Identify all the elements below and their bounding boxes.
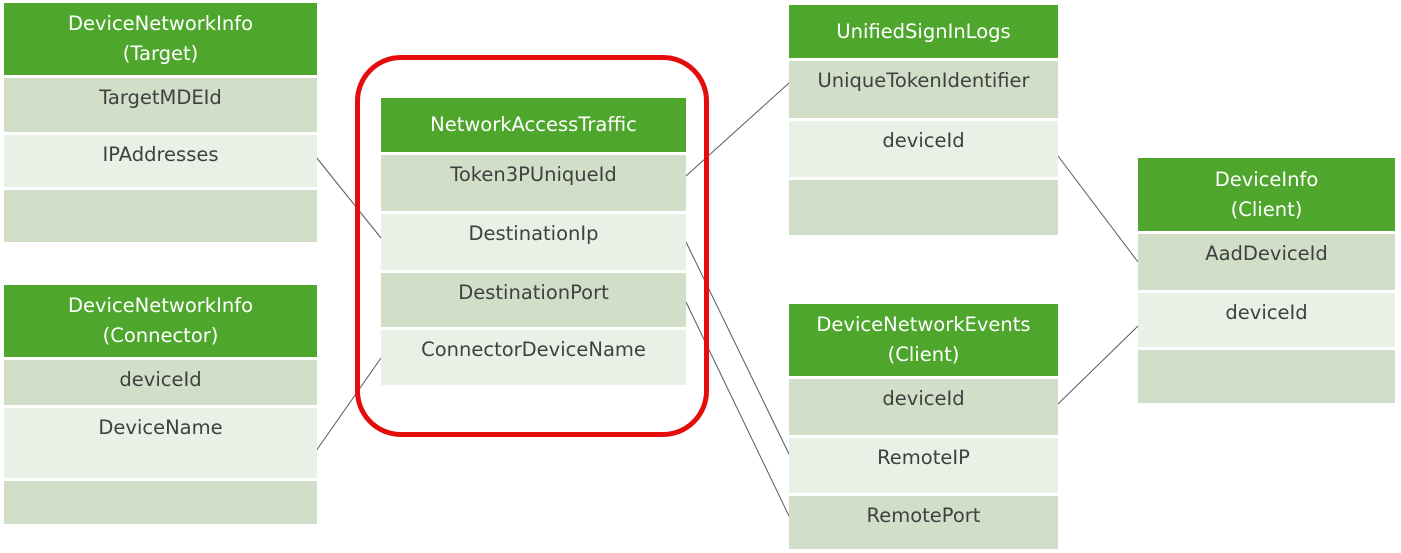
table-header: DeviceNetworkInfo (Connector)	[4, 285, 317, 357]
field-row	[4, 478, 317, 524]
table-unifiedsigninlogs: UnifiedSignInLogs UniqueTokenIdentifier …	[789, 5, 1058, 235]
table-title: DeviceNetworkInfo	[67, 294, 253, 317]
field-row: TargetMDEId	[4, 75, 317, 132]
field-row: RemotePort	[789, 493, 1058, 549]
field-row: DestinationIp	[381, 211, 686, 270]
field-row: UniqueTokenIdentifier	[789, 58, 1058, 118]
table-title: DeviceInfo	[1214, 167, 1319, 191]
field-row: DestinationPort	[381, 270, 686, 327]
table-header: DeviceNetworkInfo (Target)	[4, 3, 317, 75]
field-row: AadDeviceId	[1138, 231, 1395, 290]
table-subtitle: (Client)	[887, 343, 960, 366]
field-row: deviceId	[789, 376, 1058, 435]
table-devicenetworkinfo-target: DeviceNetworkInfo (Target) TargetMDEId I…	[4, 3, 317, 242]
table-header: UnifiedSignInLogs	[789, 5, 1058, 58]
table-header: DeviceInfo (Client)	[1138, 158, 1395, 231]
field-row: deviceId	[4, 357, 317, 405]
table-header: DeviceNetworkEvents (Client)	[789, 304, 1058, 376]
field-row	[1138, 347, 1395, 403]
field-row: deviceId	[1138, 290, 1395, 347]
link-usil-deviceid-aaddeviceid	[1057, 155, 1139, 263]
field-row: Token3PUniqueId	[381, 152, 686, 211]
table-subtitle: (Connector)	[102, 324, 219, 347]
field-row: IPAddresses	[4, 132, 317, 187]
field-row: RemoteIP	[789, 435, 1058, 493]
table-deviceinfo-client: DeviceInfo (Client) AadDeviceId deviceId	[1138, 158, 1395, 403]
table-header: NetworkAccessTraffic	[381, 98, 686, 152]
table-networkaccesstraffic: NetworkAccessTraffic Token3PUniqueId Des…	[381, 98, 686, 385]
table-title: NetworkAccessTraffic	[430, 113, 637, 136]
table-devicenetworkevents-client: DeviceNetworkEvents (Client) deviceId Re…	[789, 304, 1058, 549]
field-row	[789, 177, 1058, 235]
link-dne-deviceid-di-deviceid	[1057, 325, 1139, 405]
table-subtitle: (Client)	[1230, 197, 1303, 221]
table-title: DeviceNetworkEvents	[816, 313, 1031, 336]
field-row: DeviceName	[4, 405, 317, 478]
table-title: DeviceNetworkInfo	[67, 12, 253, 35]
highlight-outline	[355, 55, 709, 437]
field-row: deviceId	[789, 118, 1058, 177]
table-title: UnifiedSignInLogs	[836, 19, 1011, 43]
table-subtitle: (Target)	[122, 42, 199, 65]
table-devicenetworkinfo-connector: DeviceNetworkInfo (Connector) deviceId D…	[4, 285, 317, 524]
field-row	[4, 187, 317, 242]
field-row: ConnectorDeviceName	[381, 327, 686, 385]
